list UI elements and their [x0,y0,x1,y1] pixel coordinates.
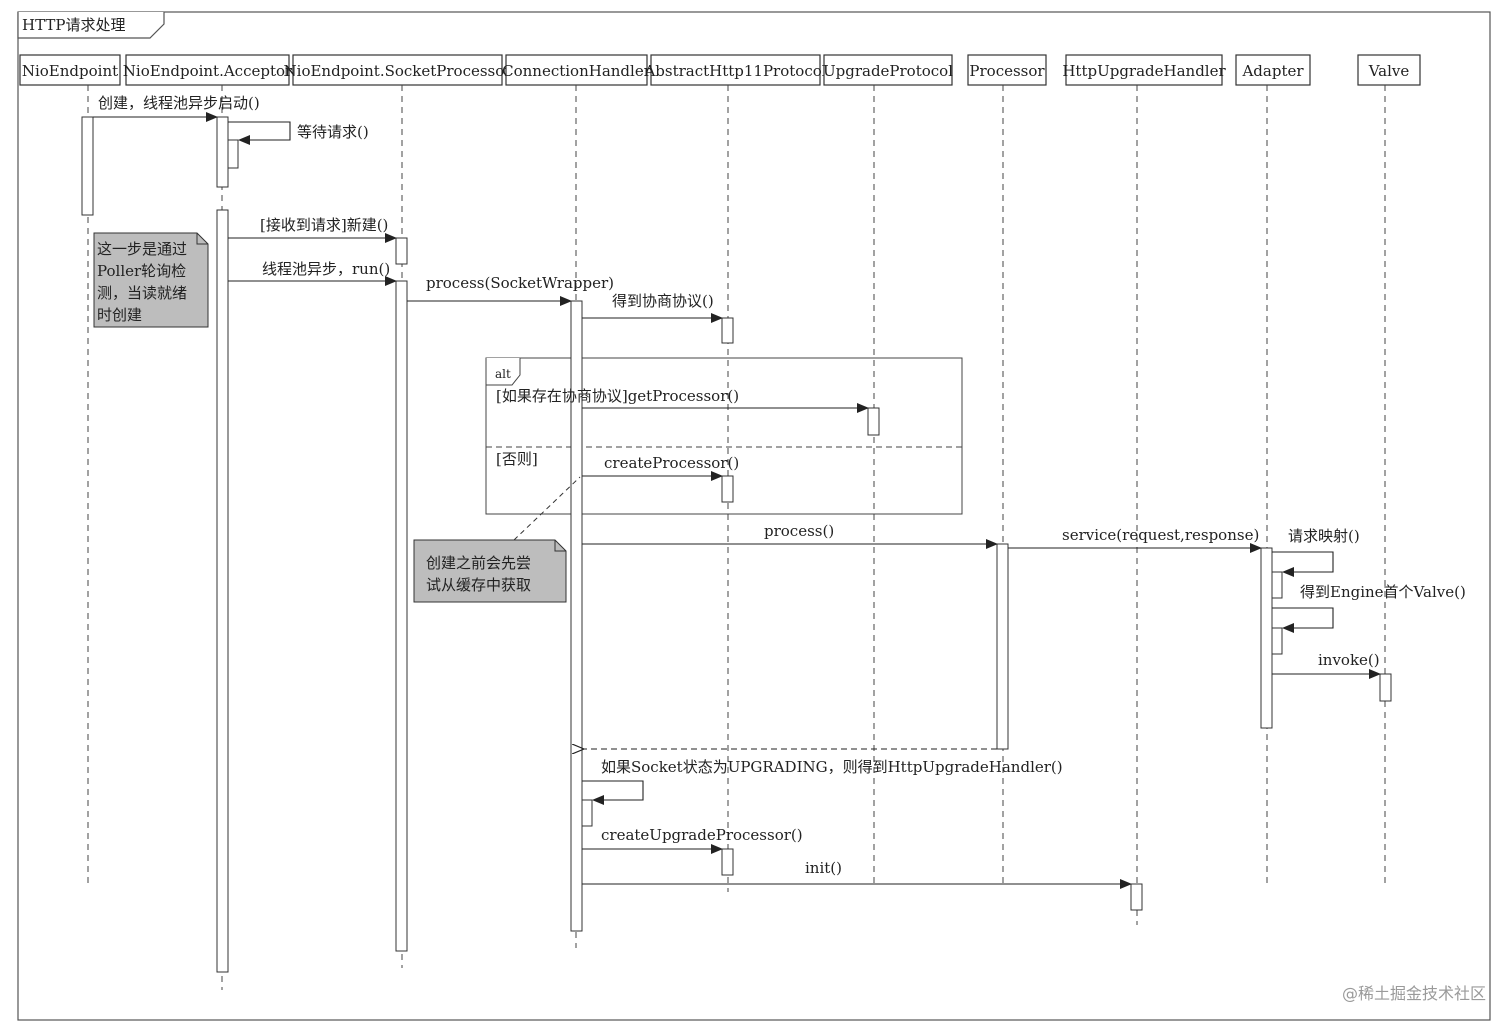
note-line: 时创建 [97,306,142,324]
activation-acceptor-wait [227,139,239,169]
note-line: 创建之前会先尝 [426,554,531,572]
participant-label: Processor [969,62,1045,80]
message-labels: 创建，线程池异步启动() 等待请求() [接收到请求]新建() 线程池异步，ru… [98,94,1466,877]
alt-label: alt [495,367,511,381]
participant-valve: Valve [1357,54,1421,86]
msg-label: [接收到请求]新建() [260,216,388,234]
msg-label: 等待请求() [297,123,369,141]
messages [93,112,1381,889]
participant-acceptor: NioEndpoint.Acceptor [123,54,293,86]
participant-abstracthttp11protocol: AbstractHttp11Protocol [643,54,827,86]
participant-label: Valve [1368,62,1410,80]
note-poller: 这一步是通过 Poller轮询检 测，当读就绪 时创建 [93,232,209,328]
msg-label: service(request,response) [1062,526,1259,544]
activation-protocol-2 [721,475,734,503]
msg-label: 创建，线程池异步启动() [98,94,260,112]
participant-socketprocessor: NioEndpoint.SocketProcessor [284,54,513,86]
msg-arrow [1272,551,1334,577]
activation-nioendpoint [81,116,94,216]
participant-label: AbstractHttp11Protocol [643,62,826,80]
participant-nioendpoint: NioEndpoint [19,54,121,86]
activation-valve [1379,673,1392,702]
activation-adapter-self-2 [1271,627,1283,655]
msg-arrow [228,121,291,145]
activation-bars [81,116,1392,973]
participant-label: HttpUpgradeHandler [1062,62,1226,80]
msg-label: process(SocketWrapper) [426,274,614,292]
msg-label: 线程池异步，run() [262,260,390,278]
alt-fragment: alt [否则] [485,357,963,515]
participant-label: ConnectionHandler [502,62,652,80]
note-connector [513,476,581,541]
participant-processor: Processor [967,54,1047,86]
activation-connectionhandler-self [581,799,593,827]
participant-label: UpgradeProtocol [823,62,953,80]
msg-label: 如果Socket状态为UPGRADING，则得到HttpUpgradeHandl… [601,758,1063,776]
msg-label: init() [805,859,842,877]
activation-acceptor-1 [216,116,229,188]
alt-else-label: [否则] [496,450,538,468]
frame-title: HTTP请求处理 [22,16,125,34]
note-cache: 创建之前会先尝 试从缓存中获取 [413,476,581,603]
msg-label: 请求映射() [1288,527,1360,545]
activation-socketprocessor-new [395,237,408,265]
msg-label: createUpgradeProcessor() [601,826,803,844]
note-line: Poller轮询检 [97,262,186,280]
participant-label: Adapter [1241,62,1304,80]
msg-arrow [582,780,644,805]
activation-adapter-self-1 [1271,571,1283,599]
frame-title-tab [17,12,165,39]
msg-label: 得到协商协议() [612,292,714,310]
activation-httpupgradehandler [1130,883,1143,911]
participant-adapter: Adapter [1235,54,1311,86]
activation-protocol-1 [721,317,734,344]
msg-label: createProcessor() [604,454,739,472]
activation-connectionhandler [570,300,583,932]
note-line: 试从缓存中获取 [426,576,531,594]
msg-label: invoke() [1318,651,1380,669]
msg-label: 得到Engine首个Valve() [1300,583,1466,601]
activation-upgradeprotocol [867,407,880,436]
msg-label: [如果存在协商协议]getProcessor() [496,387,739,405]
activation-acceptor-2 [216,209,229,973]
msg-arrow [1272,607,1334,633]
participant-upgradeprotocol: UpgradeProtocol [823,54,953,86]
activation-processor [996,543,1009,750]
activation-adapter [1260,547,1273,729]
participant-httpupgradehandler: HttpUpgradeHandler [1062,54,1226,86]
participant-boxes: NioEndpoint NioEndpoint.Acceptor NioEndp… [19,54,1421,86]
participant-connectionhandler: ConnectionHandler [502,54,652,86]
note-line: 测，当读就绪 [97,284,187,302]
msg-label: process() [764,522,834,540]
participant-label: NioEndpoint.SocketProcessor [284,62,513,80]
activation-protocol-3 [721,848,734,876]
diagram-frame [17,11,1491,1021]
participant-label: NioEndpoint [22,62,118,80]
activation-socketprocessor-run [395,280,408,952]
watermark: @稀土掘金技术社区 [1341,984,1486,1003]
note-line: 这一步是通过 [97,240,187,258]
participant-label: NioEndpoint.Acceptor [123,62,293,80]
